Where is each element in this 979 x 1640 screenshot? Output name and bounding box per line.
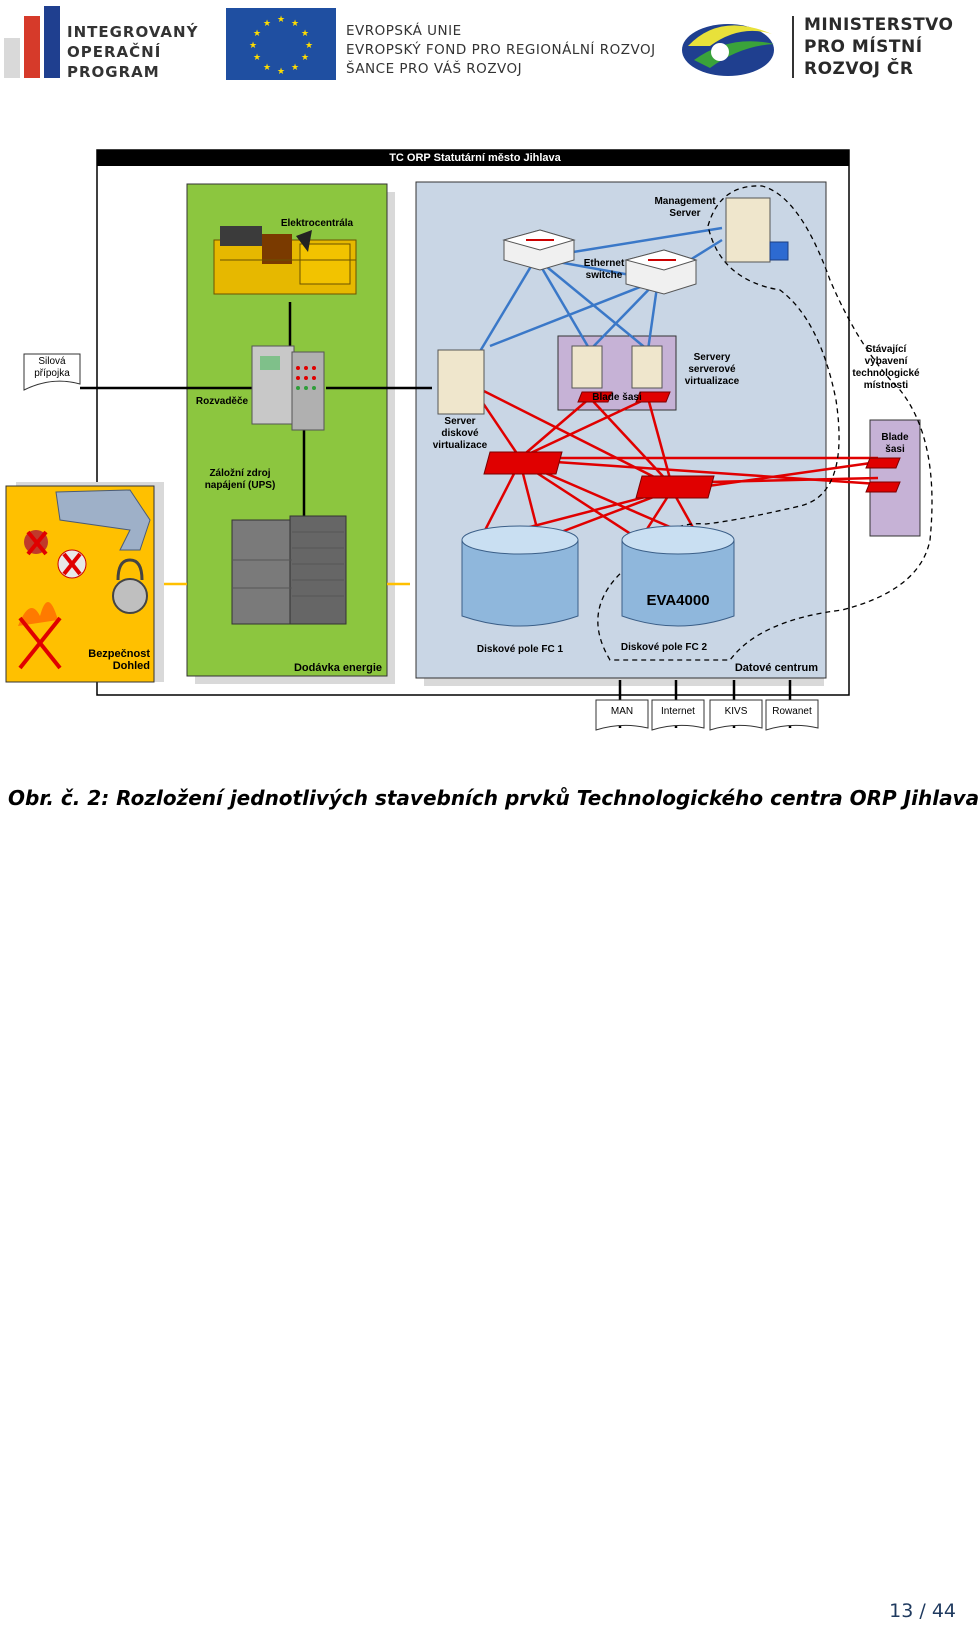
label-servery-virt-line-2: serverové: [688, 364, 736, 375]
eu-flag: ★★★ ★★★ ★★★ ★★★: [226, 8, 336, 80]
svg-text:★: ★: [277, 15, 285, 25]
tc-diagram: TC ORP Statutární město Jihlava Elektroc…: [0, 140, 960, 765]
label-ups-line-1: Záložní zdroj: [209, 468, 271, 479]
svg-text:★: ★: [263, 19, 271, 29]
label-mgmt-server: Management Server: [640, 196, 730, 220]
label-rozvadece: Rozvaděče: [195, 396, 249, 407]
label-silova-line-2: přípojka: [34, 368, 70, 379]
label-stavajici-line-3: technologické: [852, 368, 920, 379]
outlet-internet: Internet: [661, 706, 695, 717]
label-stavajici-line-4: místnosti: [863, 380, 909, 391]
fc-switch-icons: [483, 391, 901, 499]
figure-caption: Obr. č. 2: Rozložení jednotlivých staveb…: [8, 786, 979, 810]
svg-text:★: ★: [301, 29, 309, 39]
eu-line-1: EVROPSKÁ UNIE: [346, 23, 462, 39]
svg-text:★: ★: [305, 41, 313, 51]
iop-logo: INTEGROVANÝ OPERAČNÍ PROGRAM: [4, 6, 197, 82]
ethernet-switch-icons: [502, 229, 698, 295]
mmr-line-1: MINISTERSTVO: [804, 15, 954, 35]
page-number: 13 / 44: [889, 1600, 956, 1622]
outlet-tags: [595, 699, 819, 731]
label-ups: Záložní zdroj napájení (UPS): [200, 468, 280, 492]
svg-text:★: ★: [253, 53, 261, 63]
label-blade-right-line-1: Blade: [881, 432, 909, 443]
generator-icon: [213, 226, 357, 295]
svg-text:★: ★: [249, 41, 257, 51]
label-datove: Datové centrum: [734, 662, 818, 674]
label-stavajici-line-1: Stávající: [865, 344, 907, 355]
eu-line-3: ŠANCE PRO VÁŠ ROZVOJ: [346, 61, 523, 77]
label-silova: Silová přípojka: [24, 356, 80, 380]
label-eth-switch-line-1: Ethernet: [583, 258, 625, 269]
outlet-rowanet: Rowanet: [772, 706, 812, 717]
label-stavajici: Stávající vybavení technologické místnos…: [846, 344, 926, 392]
svg-text:★: ★: [263, 63, 271, 73]
label-blade-right-line-2: šasi: [885, 444, 905, 455]
label-ups-line-2: napájení (UPS): [204, 480, 276, 491]
label-silova-line-1: Silová: [38, 356, 66, 367]
eu-text: EVROPSKÁ UNIE EVROPSKÝ FOND PRO REGIONÁL…: [346, 22, 656, 79]
label-servery-virt-line-1: Servery: [693, 352, 731, 363]
label-server-disk-line-2: diskové: [441, 428, 479, 439]
label-servery-virt-line-3: virtualizace: [684, 376, 740, 387]
mmr-text: MINISTERSTVO PRO MÍSTNÍ ROZVOJ ČR: [804, 14, 954, 80]
svg-text:★: ★: [277, 67, 285, 77]
label-stavajici-line-2: vybavení: [864, 356, 908, 367]
mmr-line-2: PRO MÍSTNÍ: [804, 37, 923, 57]
label-eth-switch-line-2: switche: [585, 270, 623, 281]
svg-text:★: ★: [291, 63, 299, 73]
label-blade-right: Blade šasi: [870, 432, 920, 456]
outlet-kivs: KIVS: [724, 706, 748, 717]
mmr-line-3: ROZVOJ ČR: [804, 59, 914, 79]
disk-array-icons: [461, 525, 735, 627]
iop-line-3: PROGRAM: [67, 63, 160, 81]
security-icons: [18, 489, 151, 670]
svg-text:★: ★: [301, 53, 309, 63]
label-pole2: Diskové pole FC 2: [620, 642, 708, 653]
label-server-disk-line-3: virtualizace: [432, 440, 488, 451]
mmr-emblem: [680, 16, 780, 78]
iop-line-1: INTEGROVANÝ: [67, 23, 199, 41]
label-bezpecnost: Bezpečnost Dohled: [60, 648, 150, 672]
ups-icon: [231, 515, 347, 625]
label-eth-switch: Ethernet switche: [574, 258, 634, 282]
label-dodavka: Dodávka energie: [293, 662, 382, 674]
label-mgmt-server-line-2: Server: [669, 208, 701, 219]
label-bezpecnost-line-1: Bezpečnost: [88, 648, 150, 660]
header-logos: INTEGROVANÝ OPERAČNÍ PROGRAM ★★★ ★★★ ★★★…: [0, 0, 960, 90]
iop-line-2: OPERAČNÍ: [67, 43, 162, 61]
switchboard-icon: [251, 345, 325, 431]
diagram-canvas: [5, 149, 933, 731]
svg-text:★: ★: [253, 29, 261, 39]
mmr-divider: [792, 16, 794, 78]
label-servery-virt: Servery serverové virtualizace: [676, 352, 748, 388]
label-server-disk: Server diskové virtualizace: [422, 416, 498, 452]
label-mgmt-server-line-1: Management: [654, 196, 716, 207]
label-server-disk-line-1: Server: [444, 416, 476, 427]
label-bezpecnost-line-2: Dohled: [112, 660, 150, 672]
label-pole1: Diskové pole FC 1: [476, 644, 564, 655]
outlet-man: MAN: [610, 706, 634, 717]
label-blade-sasi: Blade šasi: [592, 392, 642, 403]
eu-line-2: EVROPSKÝ FOND PRO REGIONÁLNÍ ROZVOJ: [346, 42, 656, 58]
label-eva: EVA4000: [646, 592, 710, 609]
server-icons: [437, 197, 771, 415]
diagram-title: TC ORP Statutární město Jihlava: [389, 152, 561, 164]
svg-text:★: ★: [291, 19, 299, 29]
label-elektrocentrala: Elektrocentrála: [280, 218, 354, 229]
